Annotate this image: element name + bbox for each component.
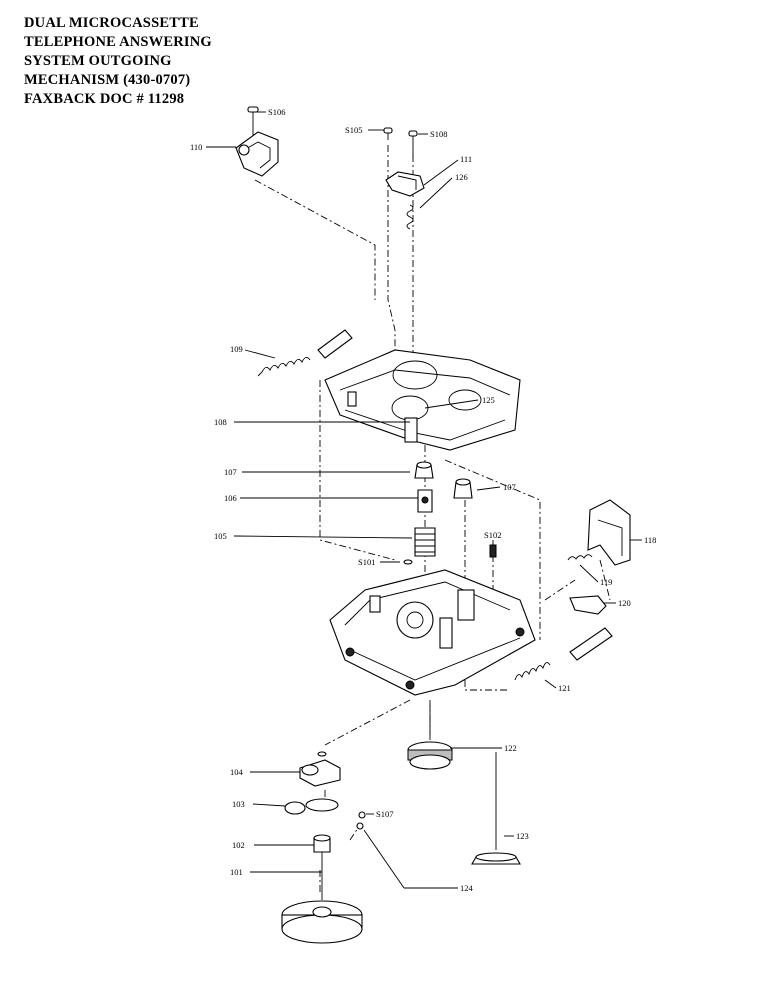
assembly-guide-lines <box>254 145 611 895</box>
label-107-right: 107 <box>503 482 516 492</box>
label-124: 124 <box>460 883 474 893</box>
label-108: 108 <box>214 417 227 427</box>
label-119: 119 <box>600 577 612 587</box>
title-line-3: SYSTEM OUTGOING <box>24 53 172 69</box>
flywheel-122 <box>407 705 453 770</box>
document-title: DUAL MICROCASSETTE TELEPHONE ANSWERING S… <box>24 14 212 109</box>
label-118: 118 <box>644 535 656 545</box>
label-s108: S108 <box>430 129 447 139</box>
label-123: 123 <box>516 831 529 841</box>
bracket-110 <box>235 106 279 177</box>
label-122: 122 <box>504 743 517 753</box>
label-120: 120 <box>618 598 631 608</box>
label-103: 103 <box>232 799 245 809</box>
spring-109 <box>257 329 353 377</box>
label-109: 109 <box>230 344 243 354</box>
label-126: 126 <box>455 172 468 182</box>
label-s107: S107 <box>376 809 393 819</box>
title-line-4: MECHANISM (430-0707) <box>24 72 191 88</box>
screws-and-bracket-111 <box>383 127 425 230</box>
title-line-1: DUAL MICROCASSETTE <box>24 15 199 31</box>
lever-118-assembly <box>567 499 631 615</box>
leader-lines <box>206 111 642 889</box>
label-s102: S102 <box>484 530 501 540</box>
reel-stack <box>281 751 366 944</box>
label-s105: S105 <box>345 125 362 135</box>
label-s106: S106 <box>268 107 285 117</box>
upper-chassis-108 <box>324 349 521 451</box>
parts-107-106-105 <box>403 461 497 565</box>
label-125: 125 <box>482 395 495 405</box>
title-line-5: FAXBACK DOC # 11298 <box>24 91 185 107</box>
main-chassis <box>329 569 536 696</box>
part-labels: S106 110 S105 S108 111 126 109 125 108 1… <box>190 107 656 893</box>
shaft-123 <box>471 800 521 865</box>
label-121: 121 <box>558 683 571 693</box>
label-105: 105 <box>214 531 227 541</box>
label-111: 111 <box>460 154 472 164</box>
label-101: 101 <box>230 867 243 877</box>
label-s101: S101 <box>358 557 375 567</box>
label-102: 102 <box>232 840 245 850</box>
label-107-left: 107 <box>224 467 237 477</box>
label-110: 110 <box>190 142 202 152</box>
spring-121 <box>514 627 613 681</box>
title-line-2: TELEPHONE ANSWERING <box>24 34 212 50</box>
label-106: 106 <box>224 493 237 503</box>
label-104: 104 <box>230 767 244 777</box>
